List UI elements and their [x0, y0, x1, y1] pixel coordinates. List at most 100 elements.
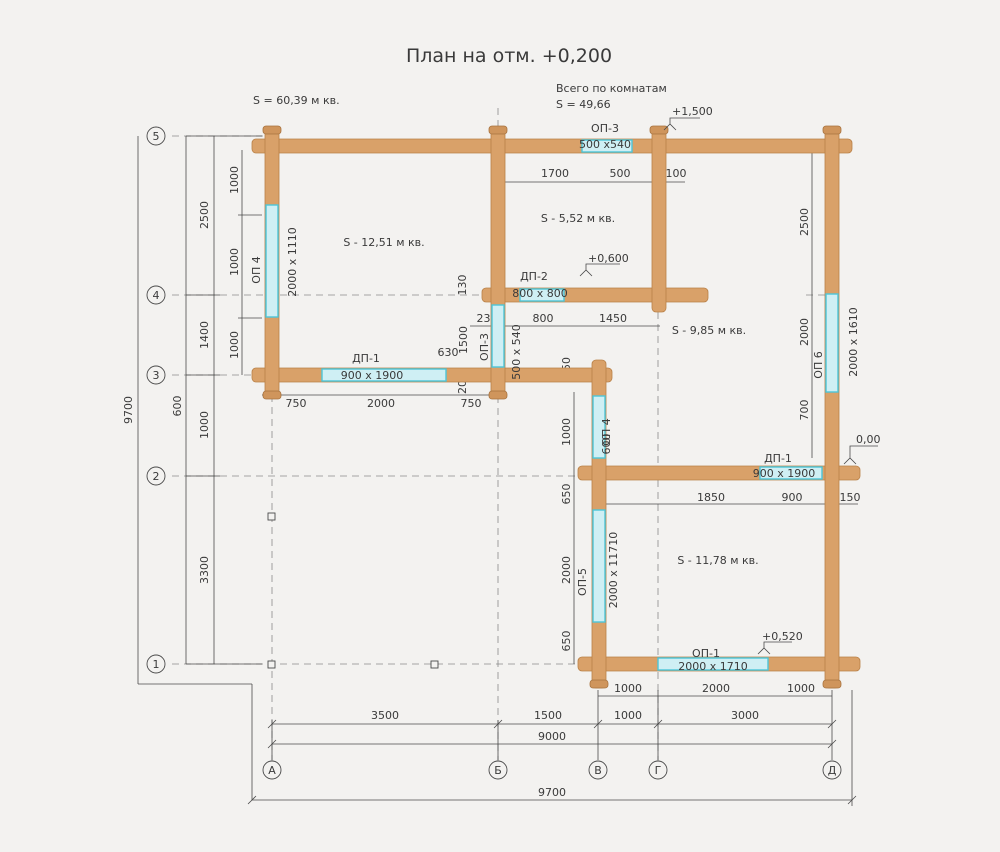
- axis-col-b: Б: [494, 764, 502, 777]
- axis-row-2: 2: [153, 470, 160, 483]
- door-dp1-left: [321, 368, 447, 382]
- dim-right-2000: 2000: [798, 318, 811, 346]
- log-walls: [251, 125, 861, 689]
- dim-1450: 1450: [599, 312, 627, 325]
- dim-600: 600: [171, 396, 184, 417]
- level-0600: +0,600: [588, 252, 629, 265]
- dim-9700-bottom: 9700: [538, 786, 566, 799]
- dim-v-650a: 650: [560, 484, 573, 505]
- opening-labels: ОП-3 500 х540 ОП 4 2000 х 1110 ДП-2 800 …: [250, 122, 860, 673]
- total-area: S = 60,39 м кв.: [253, 94, 340, 107]
- rooms-caption: Всего по комнатам: [556, 82, 667, 95]
- dim-800-mid: 800: [533, 312, 554, 325]
- dim-left-outer: 9700: [122, 396, 135, 424]
- dim-row3-750a: 750: [286, 397, 307, 410]
- column-axes: А Б В Г Д: [262, 690, 842, 780]
- dim-630: 630: [438, 346, 459, 359]
- op3-mid-size: 500 х 540: [510, 324, 523, 380]
- op4-size: 2000 х 1110: [286, 227, 299, 297]
- axis-row-4: 4: [153, 289, 160, 302]
- op5-label: ОП-5: [576, 568, 589, 596]
- dim-1400: 1400: [198, 321, 211, 349]
- room-areas: S - 12,51 м кв. S - 5,52 м кв. S - 9,85 …: [343, 212, 758, 567]
- dim-row2-150: 150: [840, 491, 861, 504]
- row-axes: 5 4 3 2 1: [146, 126, 166, 674]
- dp1-right-size: 900 х 1900: [753, 467, 816, 480]
- dp2-size: 800 х 800: [512, 287, 568, 300]
- level-1500: +1,500: [672, 105, 713, 118]
- axis-col-a: А: [268, 764, 276, 777]
- dim-wall-b: 1000: [228, 248, 241, 276]
- axis-row-3: 3: [153, 369, 160, 382]
- dim-3000: 3000: [731, 709, 759, 722]
- dim-wall-c: 1000: [228, 331, 241, 359]
- dim-1500: 1500: [534, 709, 562, 722]
- op4b-label: ОП 4: [600, 418, 613, 445]
- dim-row2-1850: 1850: [697, 491, 725, 504]
- dp1-left-size: 900 х 1900: [341, 369, 404, 382]
- dim-130: 130: [456, 275, 469, 296]
- dim-v-650b: 650: [560, 631, 573, 652]
- level-marks: +1,500 +0,600 0,00 +0,520: [579, 105, 881, 655]
- dim-3500: 3500: [371, 709, 399, 722]
- window-op1: [657, 657, 769, 671]
- dim-row2-900: 900: [782, 491, 803, 504]
- op3-mid-label: ОП-3: [478, 333, 491, 361]
- level-0000: 0,00: [856, 433, 881, 446]
- window-op3-mid: [491, 304, 505, 368]
- dim-1000-left: 1000: [198, 411, 211, 439]
- dim-1000-bottom: 1000: [614, 709, 642, 722]
- window-op5: [592, 509, 606, 623]
- dim-500: 500: [610, 167, 631, 180]
- dim-v-1000: 1000: [560, 418, 573, 446]
- op5-size: 2000 х 11710: [607, 532, 620, 609]
- room-area-3: S - 9,85 м кв.: [672, 324, 746, 337]
- door-dp1-right: [759, 466, 823, 480]
- dim-right-700: 700: [798, 400, 811, 421]
- plan-title: План на отм. +0,200: [406, 45, 612, 67]
- op4b-size: 600: [600, 434, 613, 455]
- dim-3300: 3300: [198, 556, 211, 584]
- dim-1500-mid: 1500: [457, 326, 470, 354]
- window-op3-top: [581, 139, 633, 153]
- dim-9000: 9000: [538, 730, 566, 743]
- dp1-left-label: ДП-1: [352, 352, 380, 365]
- dim-row3-2000: 2000: [367, 397, 395, 410]
- room-area-4: S - 11,78 м кв.: [677, 554, 758, 567]
- window-op4: [265, 204, 279, 318]
- dim-row1-1000a: 1000: [614, 682, 642, 695]
- dim-100: 100: [666, 167, 687, 180]
- dim-50: 50: [560, 357, 573, 371]
- axis-col-v: В: [594, 764, 602, 777]
- op4-label: ОП 4: [250, 256, 263, 283]
- axis-col-d: Д: [828, 764, 837, 777]
- bottom-dimensions: 3500 1500 1000 3000 9000 9700 1000 2000 …: [247, 682, 857, 806]
- op3-top-label: ОП-3: [591, 122, 619, 135]
- inner-dimensions: 1700 500 100 2500 2000 700 130 235 800 1…: [262, 152, 861, 664]
- dim-2500: 2500: [198, 201, 211, 229]
- openings: [265, 139, 839, 671]
- dim-row3-750b: 750: [461, 397, 482, 410]
- dp2-label: ДП-2: [520, 270, 548, 283]
- op3-top-size: 500 х540: [579, 138, 631, 151]
- dim-row1-2000: 2000: [702, 682, 730, 695]
- rooms-area: S = 49,66: [556, 98, 611, 111]
- door-dp2: [519, 288, 565, 302]
- dim-wall-a: 1000: [228, 166, 241, 194]
- dim-20: 20: [456, 380, 469, 394]
- room-area-1: S - 12,51 м кв.: [343, 236, 424, 249]
- level-0520: +0,520: [762, 630, 803, 643]
- dim-right-2500: 2500: [798, 208, 811, 236]
- op6-size: 2000 х 1610: [847, 307, 860, 377]
- dim-v-2000: 2000: [560, 556, 573, 584]
- axis-col-g: Г: [655, 764, 662, 777]
- op6-label: ОП 6: [812, 351, 825, 378]
- window-op6: [825, 293, 839, 393]
- op1-label: ОП-1: [692, 647, 720, 660]
- axis-row-1: 1: [153, 658, 160, 671]
- room-area-2: S - 5,52 м кв.: [541, 212, 615, 225]
- dim-row1-1000b: 1000: [787, 682, 815, 695]
- op1-size: 2000 х 1710: [678, 660, 748, 673]
- dp1-right-label: ДП-1: [764, 452, 792, 465]
